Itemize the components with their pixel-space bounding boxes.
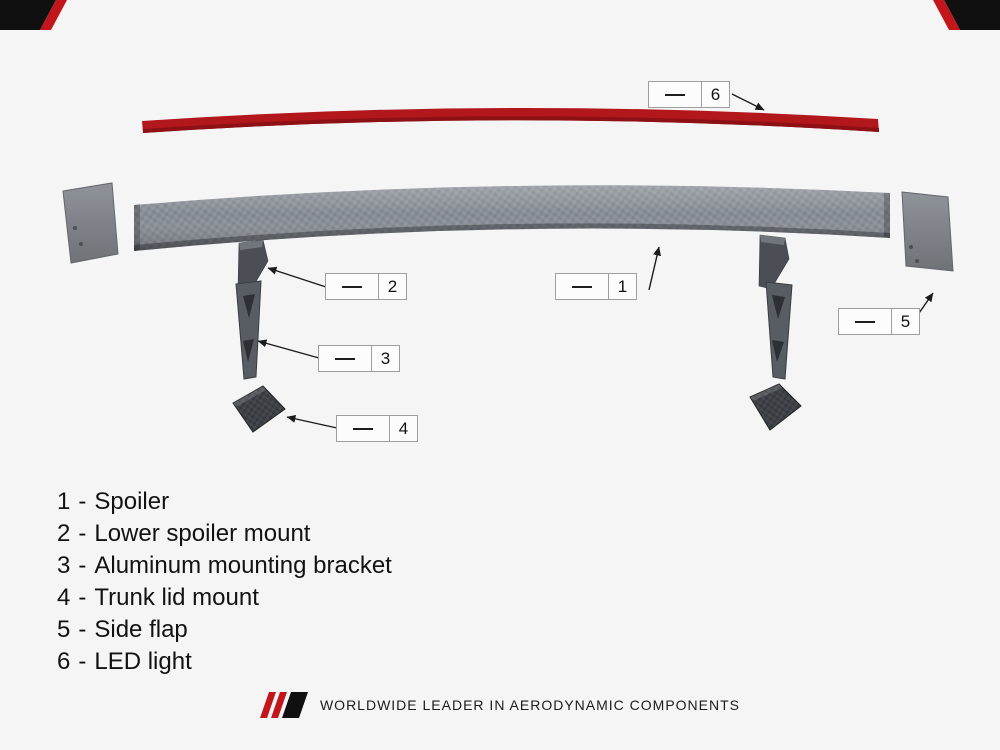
callout-dash-icon — [649, 82, 702, 107]
callout-part-1: 1 — [555, 273, 637, 300]
callout-arrow-2 — [267, 266, 327, 288]
spoiler-wing — [134, 185, 890, 251]
legend-item-5: 5 - Side flap — [57, 614, 392, 646]
legend-number: 6 — [57, 648, 71, 675]
callout-dash-icon — [337, 416, 390, 441]
lower-spoiler-mount-right — [758, 234, 790, 290]
callout-number: 3 — [380, 348, 391, 368]
legend-number: 4 — [57, 584, 71, 611]
callout-arrow-3 — [257, 339, 320, 359]
legend-label: Lower spoiler mount — [94, 520, 311, 547]
legend-item-3: 3 - Aluminum mounting bracket — [57, 550, 392, 582]
legend-item-2: 2 - Lower spoiler mount — [57, 518, 392, 550]
trunk-lid-mount-right — [749, 383, 802, 431]
footer: WORLDWIDE LEADER IN AERODYNAMIC COMPONEN… — [0, 689, 1000, 721]
legend-separator: - — [78, 488, 87, 515]
brand-corner-right — [933, 0, 1000, 30]
callout-part-3: 3 — [318, 345, 400, 372]
callout-dash-icon — [556, 274, 609, 299]
callout-arrow-1 — [648, 246, 661, 291]
callout-number: 5 — [900, 311, 911, 331]
parts-legend: 1 - Spoiler 2 - Lower spoiler mount 3 - … — [57, 486, 392, 678]
callout-number: 4 — [398, 418, 409, 438]
callout-arrow-4 — [286, 414, 338, 429]
legend-label: LED light — [94, 648, 192, 675]
legend-item-1: 1 - Spoiler — [57, 486, 392, 518]
brand-logo-icon — [259, 692, 308, 718]
callout-dash-icon — [839, 309, 892, 334]
side-flap-left — [62, 182, 119, 264]
legend-label: Side flap — [94, 616, 188, 643]
callout-part-4: 4 — [336, 415, 418, 442]
led-strip — [142, 107, 879, 133]
legend-separator: - — [78, 520, 87, 547]
callout-number: 6 — [710, 84, 721, 104]
trunk-lid-mount-left — [232, 385, 286, 433]
callout-number: 2 — [387, 276, 398, 296]
lower-spoiler-mount-left — [237, 239, 269, 291]
callout-arrow-6 — [731, 93, 765, 111]
legend-number: 5 — [57, 616, 71, 643]
legend-item-6: 6 - LED light — [57, 646, 392, 678]
callout-part-6: 6 — [648, 81, 730, 108]
brand-tagline: WORLDWIDE LEADER IN AERODYNAMIC COMPONEN… — [319, 697, 741, 713]
legend-label: Aluminum mounting bracket — [94, 552, 392, 579]
callout-dash-icon — [326, 274, 379, 299]
callout-dash-icon — [319, 346, 372, 371]
legend-separator: - — [78, 616, 87, 643]
legend-number: 3 — [57, 552, 71, 579]
legend-label: Trunk lid mount — [94, 584, 259, 611]
side-flap-right — [901, 191, 954, 272]
legend-separator: - — [78, 648, 87, 675]
callout-part-2: 2 — [325, 273, 407, 300]
legend-label: Spoiler — [94, 488, 170, 515]
legend-separator: - — [78, 584, 87, 611]
legend-item-4: 4 - Trunk lid mount — [57, 582, 392, 614]
brand-corner-left — [0, 0, 67, 30]
legend-number: 2 — [57, 520, 71, 547]
mounting-bracket-right — [765, 281, 793, 380]
callout-number: 1 — [617, 276, 628, 296]
callout-part-5: 5 — [838, 308, 920, 335]
legend-separator: - — [78, 552, 87, 579]
legend-number: 1 — [57, 488, 71, 515]
mounting-bracket-left — [235, 280, 262, 380]
